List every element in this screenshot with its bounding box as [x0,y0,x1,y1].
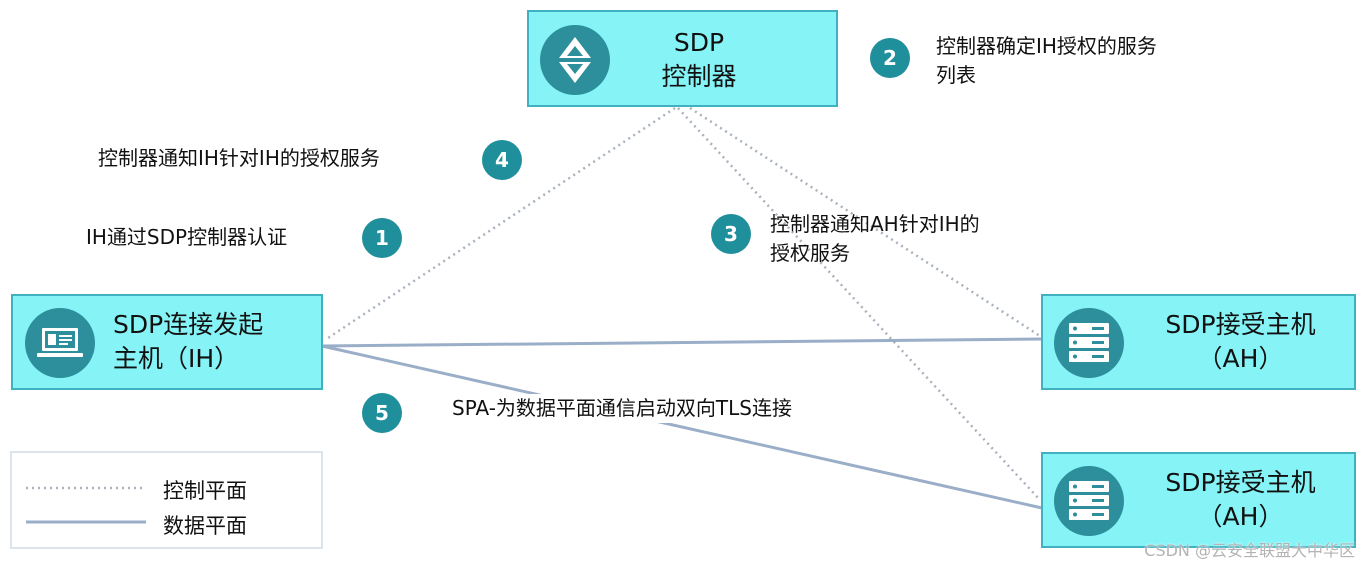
controller-label-line2: 控制器 [661,62,737,91]
controller-label: SDP 控制器 [624,26,774,94]
legend-data-plane-label: 数据平面 [163,514,247,538]
server-icon [1069,323,1109,362]
step-2-badge: 2 [870,38,910,78]
watermark: CSDN @云安全联盟大中华区 [1144,541,1355,560]
acceptor-bottom-label: SDP接受主机 （AH） [1138,466,1343,534]
acceptor-top-label-line2: （AH） [1197,344,1284,373]
acceptor-top-badge [1054,308,1124,378]
data-line-initiator-to-acceptor-bottom [321,344,1043,510]
step-2-text-line1: 控制器确定IH授权的服务 [936,34,1157,58]
server-icon [1069,481,1109,520]
acceptor-bottom-label-line1: SDP接受主机 [1165,468,1316,497]
laptop-icon [37,328,83,357]
step-2-text-line2: 列表 [936,63,976,87]
controller-label-line1: SDP [673,28,725,57]
arrows-up-down-icon [559,37,591,83]
step-3-text-line2: 授权服务 [770,241,850,265]
acceptor-top-label-line1: SDP接受主机 [1165,310,1316,339]
step-4-text: 控制器通知IH针对IH的授权服务 [98,146,380,170]
acceptor-bottom-label-line2: （AH） [1197,502,1284,531]
step-5-text: SPA-为数据平面通信启动双向TLS连接 [448,394,796,423]
initiating-host-node: SDP连接发起 主机（IH） [11,294,323,390]
step-3-badge: 3 [711,214,751,254]
legend-data-swatch [26,520,146,524]
step-3-text: 控制器通知AH针对IH的 授权服务 [770,210,980,268]
control-line-controller-to-acceptor-top [689,106,1041,338]
legend: 控制平面 数据平面 [10,451,323,549]
control-line-controller-to-acceptor-bottom [677,107,1041,501]
accepting-host-top-node: SDP接受主机 （AH） [1041,294,1356,390]
step-3-text-line1: 控制器通知AH针对IH的 [770,212,980,236]
step-4-badge: 4 [482,140,522,180]
legend-control-plane-label: 控制平面 [163,479,247,503]
data-line-initiator-to-acceptor-top [321,337,1043,348]
step-2-text: 控制器确定IH授权的服务 列表 [936,32,1157,90]
acceptor-top-label: SDP接受主机 （AH） [1138,308,1343,376]
sdp-controller-node: SDP 控制器 [527,10,838,107]
initiator-badge [25,308,95,378]
acceptor-bottom-badge [1054,466,1124,536]
initiator-label: SDP连接发起 主机（IH） [113,308,303,376]
legend-control-swatch [26,486,146,490]
controller-badge [540,25,610,95]
accepting-host-bottom-node: SDP接受主机 （AH） [1041,452,1356,548]
step-5-badge: 5 [362,393,402,433]
step-1-badge: 1 [362,218,402,258]
initiator-label-line2: 主机（IH） [113,344,240,373]
step-1-text: IH通过SDP控制器认证 [86,225,288,249]
initiator-label-line1: SDP连接发起 [113,310,264,339]
